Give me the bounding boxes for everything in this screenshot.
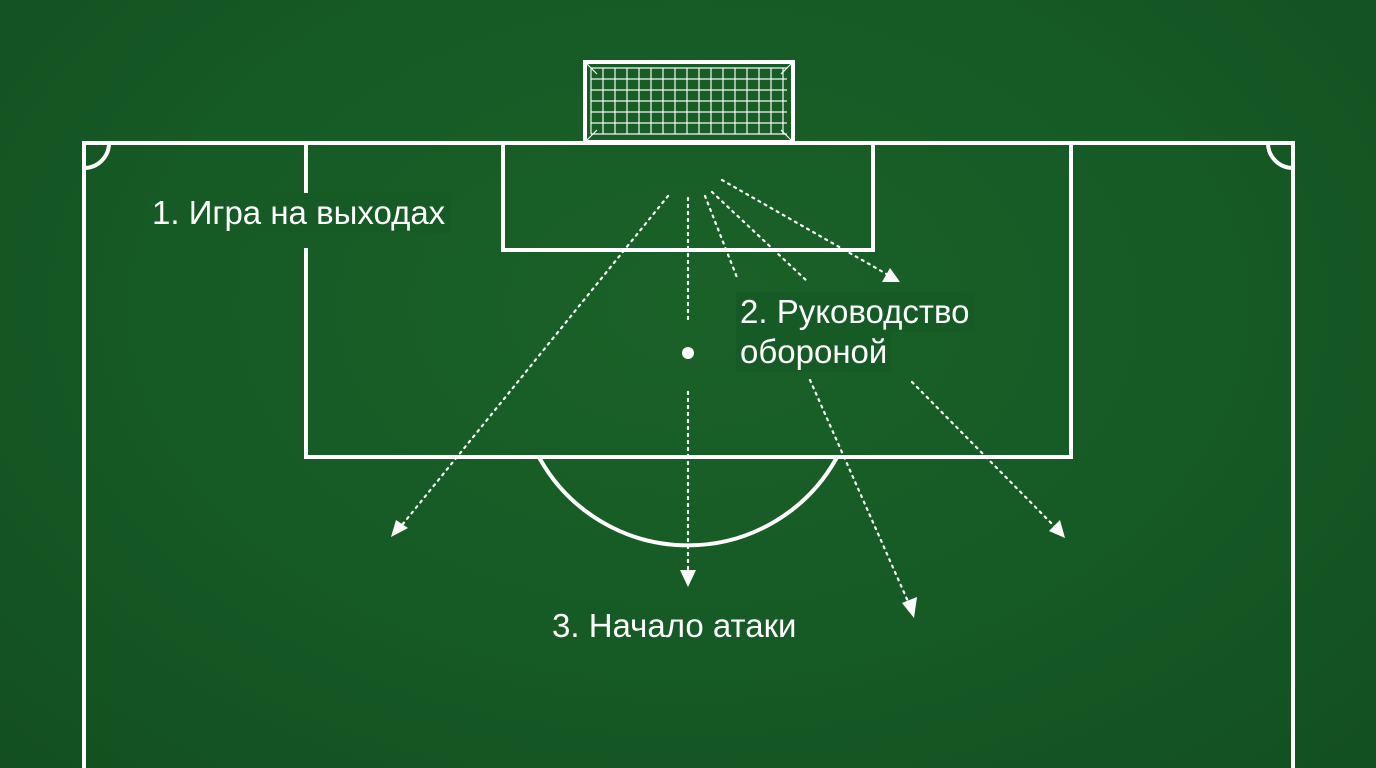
arrow-right-short xyxy=(710,190,810,284)
corner-arc-left xyxy=(81,140,112,171)
arrow-mid-short xyxy=(703,194,740,282)
label-defence-line-2: обороной xyxy=(736,332,892,372)
arrow-left-wide xyxy=(396,194,670,532)
arrowhead-right-top xyxy=(882,268,900,282)
label-defence-organization: 2. Руководство обороной xyxy=(736,292,974,372)
net-depth-line xyxy=(780,61,794,75)
goal-line-and-touchlines xyxy=(82,141,1295,768)
corner-arc-right xyxy=(1265,140,1296,171)
arrow-right-long xyxy=(808,378,912,608)
arrow-right-top xyxy=(720,178,892,278)
label-attack-start: 3. Начало атаки xyxy=(546,606,803,646)
label-defence-line-1: 2. Руководство xyxy=(736,292,974,332)
arrow-far-right xyxy=(910,380,1060,532)
penalty-spot xyxy=(682,347,694,359)
arrowhead-far-right xyxy=(1049,520,1065,538)
goal-net xyxy=(584,61,794,143)
net-depth-line xyxy=(584,61,598,75)
net-depth-line xyxy=(584,129,598,143)
goal-frame xyxy=(583,60,795,144)
arrowhead-center xyxy=(680,570,696,587)
pass-arrows xyxy=(391,178,1065,618)
arrowhead-left-wide xyxy=(391,520,408,537)
goal xyxy=(583,60,795,144)
net-depth-line xyxy=(780,129,794,143)
label-sweeping: 1. Игра на выходах xyxy=(146,193,452,233)
arrowhead-right-long xyxy=(902,597,917,618)
